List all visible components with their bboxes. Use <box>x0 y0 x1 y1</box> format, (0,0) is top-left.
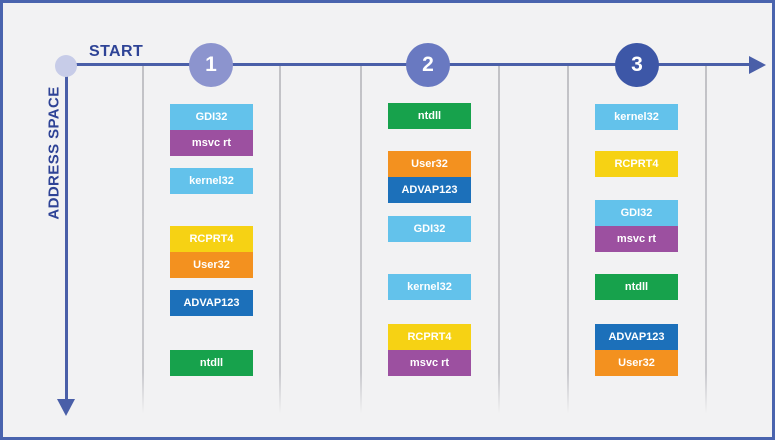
dll-block-ntdll: ntdll <box>170 350 253 376</box>
column-divider <box>498 66 500 414</box>
dll-block-kernel32: kernel32 <box>595 104 678 130</box>
dll-block-user32: User32 <box>595 350 678 376</box>
dll-block-advap123: ADVAP123 <box>595 324 678 350</box>
dll-block-gdi32: GDI32 <box>388 216 471 242</box>
dll-block-kernel32: kernel32 <box>170 168 253 194</box>
address-axis-line <box>65 75 68 399</box>
milestone-circle-3: 3 <box>615 43 659 87</box>
column-divider <box>279 66 281 414</box>
milestone-number: 2 <box>422 53 434 76</box>
dll-block-rcprt4: RCPRT4 <box>595 151 678 177</box>
dll-block-ntdll: ntdll <box>595 274 678 300</box>
dll-block-msvc-rt: msvc rt <box>170 130 253 156</box>
dll-block-msvc-rt: msvc rt <box>388 350 471 376</box>
start-label: START <box>89 43 144 60</box>
milestone-number: 3 <box>631 53 643 76</box>
dll-block-msvc-rt: msvc rt <box>595 226 678 252</box>
milestone-circle-2: 2 <box>406 43 450 87</box>
dll-block-gdi32: GDI32 <box>595 200 678 226</box>
arrow-right-icon <box>749 56 766 74</box>
dll-block-rcprt4: RCPRT4 <box>170 226 253 252</box>
dll-block-kernel32: kernel32 <box>388 274 471 300</box>
address-space-label: ADDRESS SPACE <box>45 86 63 220</box>
milestone-number: 1 <box>205 53 217 76</box>
column-divider <box>360 66 362 414</box>
dll-block-advap123: ADVAP123 <box>170 290 253 316</box>
column-divider <box>567 66 569 414</box>
dll-block-ntdll: ntdll <box>388 103 471 129</box>
dll-block-advap123: ADVAP123 <box>388 177 471 203</box>
dll-block-gdi32: GDI32 <box>170 104 253 130</box>
dll-block-user32: User32 <box>388 151 471 177</box>
column-divider <box>705 66 707 414</box>
dll-block-user32: User32 <box>170 252 253 278</box>
column-divider <box>142 66 144 414</box>
milestone-circle-1: 1 <box>189 43 233 87</box>
arrow-down-icon <box>57 399 75 416</box>
timeline-origin-dot <box>55 55 77 77</box>
dll-block-rcprt4: RCPRT4 <box>388 324 471 350</box>
